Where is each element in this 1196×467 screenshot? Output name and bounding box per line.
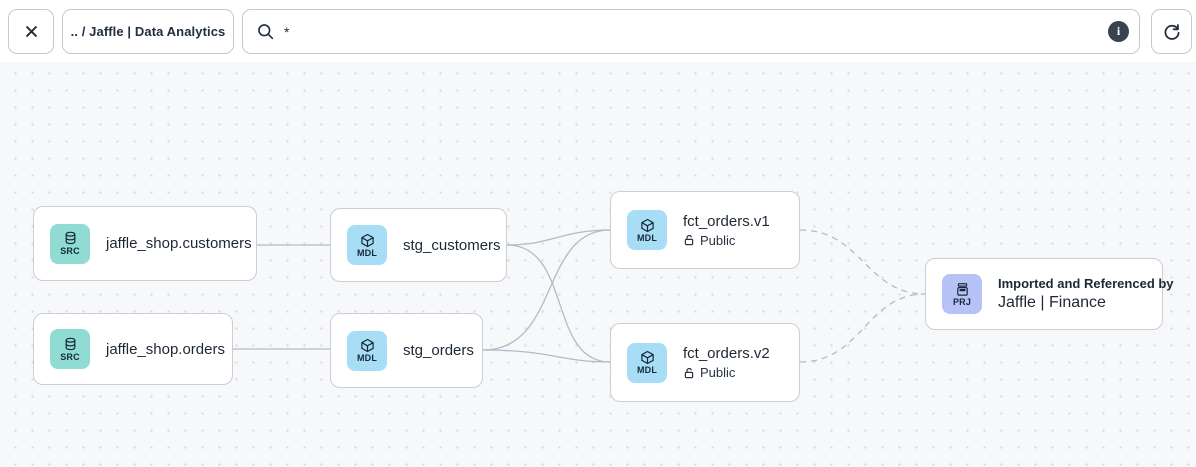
source-type-badge: SRC: [50, 329, 90, 369]
node-subtitle: Imported and Referenced by: [998, 276, 1174, 291]
close-button[interactable]: [8, 9, 54, 54]
node-type-label: SRC: [60, 351, 80, 362]
node-jaffle-shop-customers[interactable]: SRC jaffle_shop.customers: [33, 206, 257, 281]
node-type-label: PRJ: [952, 296, 972, 307]
search-input[interactable]: [284, 10, 1108, 53]
search-bar: i: [242, 9, 1140, 54]
edge-stgcustomers-to-v2: [506, 244, 611, 363]
node-type-label: SRC: [60, 246, 80, 256]
node-stg-customers[interactable]: MDL stg_customers: [330, 208, 507, 282]
search-icon: [256, 22, 275, 41]
node-stg-orders[interactable]: MDL stg_orders: [330, 313, 483, 388]
node-fct-orders-v2[interactable]: MDL fct_orders.v2 Public: [610, 323, 800, 402]
breadcrumb-button[interactable]: .. / Jaffle | Data Analytics: [62, 9, 234, 54]
node-fct-orders-v1[interactable]: MDL fct_orders.v1 Public: [610, 191, 800, 269]
edge-v1-to-project: [799, 229, 926, 295]
topbar: .. / Jaffle | Data Analytics i: [0, 0, 1196, 62]
node-project-jaffle-finance[interactable]: PRJ Imported and Referenced by Jaffle | …: [925, 258, 1174, 330]
database-icon: [65, 231, 75, 245]
project-type-badge: PRJ: [942, 274, 982, 314]
model-type-badge: MDL: [627, 210, 667, 250]
cube-icon: [360, 338, 374, 353]
edge-stgorders-to-v2: [482, 349, 611, 363]
node-label: jaffle_shop.orders: [106, 340, 225, 358]
unlock-icon: [684, 367, 694, 378]
model-type-badge: MDL: [627, 342, 667, 383]
node-label: fct_orders.v1: [683, 212, 770, 230]
lineage-edges: [233, 229, 926, 363]
node-type-label: MDL: [356, 353, 378, 363]
breadcrumb-label: .. / Jaffle | Data Analytics: [70, 24, 226, 39]
info-icon[interactable]: i: [1108, 21, 1129, 42]
node-label: Jaffle | Finance: [998, 294, 1106, 311]
node-label: stg_customers: [403, 236, 501, 254]
source-type-badge: SRC: [50, 223, 90, 264]
model-type-badge: MDL: [347, 330, 387, 371]
access-row: Public: [683, 233, 770, 248]
edge-stgcustomers-to-v1: [506, 229, 611, 246]
access-row: Public: [683, 365, 770, 380]
close-icon: [24, 24, 39, 39]
edge-stgorders-to-v1: [482, 229, 611, 351]
unlock-icon: [684, 234, 694, 246]
cube-icon: [360, 233, 374, 247]
node-type-label: MDL: [636, 365, 658, 375]
node-label: jaffle_shop.customers: [106, 235, 252, 252]
node-label: stg_orders: [403, 342, 474, 359]
model-type-badge: MDL: [347, 225, 387, 265]
node-jaffle-shop-orders[interactable]: SRC jaffle_shop.orders: [33, 313, 233, 385]
lineage-canvas[interactable]: SRC jaffle_shop.customers SRC jaffle_sho…: [0, 62, 1196, 467]
node-label: fct_orders.v2: [683, 345, 770, 362]
archive-icon: [956, 282, 968, 296]
access-label: Public: [700, 232, 736, 248]
refresh-button[interactable]: [1151, 9, 1192, 54]
cube-icon: [640, 350, 654, 365]
refresh-icon: [1162, 22, 1182, 42]
node-type-label: MDL: [636, 232, 658, 243]
database-icon: [65, 337, 75, 350]
edge-v2-to-project: [799, 293, 926, 363]
access-label: Public: [700, 365, 736, 380]
cube-icon: [640, 218, 654, 232]
node-type-label: MDL: [356, 247, 378, 258]
